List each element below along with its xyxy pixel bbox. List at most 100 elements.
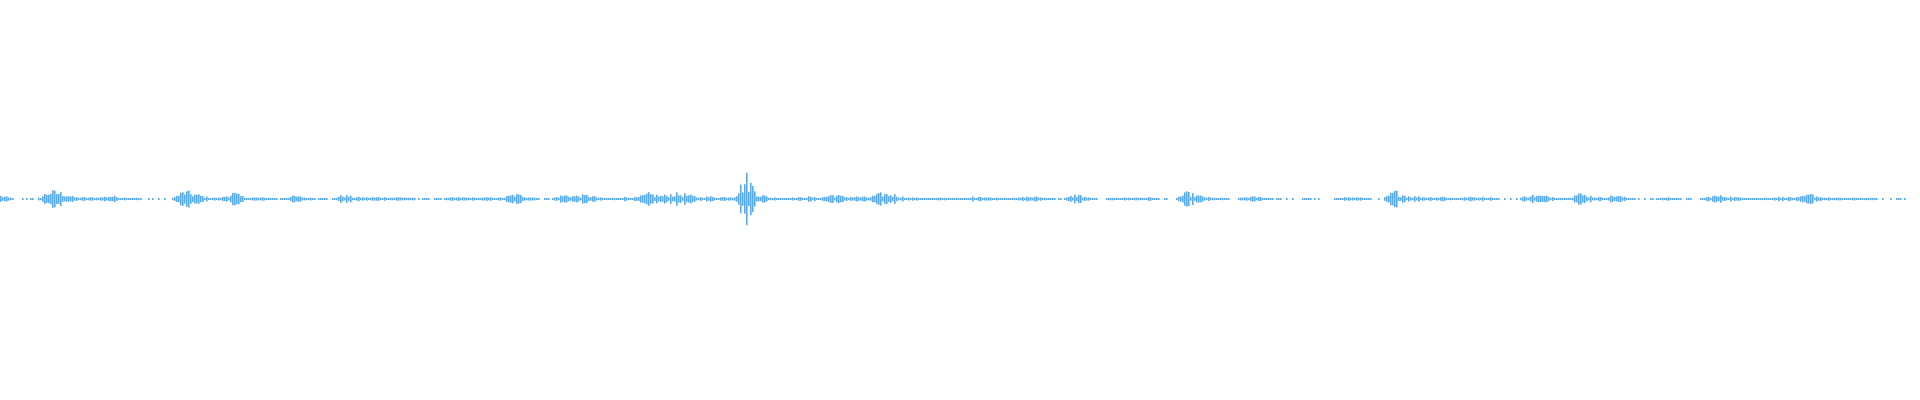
waveform-sample [848, 197, 850, 200]
waveform-sample [1668, 197, 1670, 201]
waveform-sample [490, 197, 492, 201]
waveform-sample [600, 197, 602, 201]
waveform-sample [944, 197, 946, 201]
waveform-sample [1166, 198, 1168, 200]
waveform-sample [974, 197, 976, 201]
waveform-sample [210, 198, 212, 200]
waveform-sample [1578, 193, 1580, 205]
waveform-sample [1790, 197, 1792, 201]
waveform-sample [1844, 198, 1846, 200]
waveform-sample [1540, 195, 1542, 202]
waveform-sample [1538, 195, 1540, 203]
waveform-sample [1362, 198, 1364, 200]
waveform-sample [524, 197, 526, 201]
waveform-sample [1774, 197, 1776, 201]
waveform-sample [224, 197, 226, 201]
waveform-sample [186, 191, 188, 207]
waveform-sample [734, 197, 736, 201]
waveform-sample [884, 194, 886, 204]
waveform-sample [1248, 198, 1250, 201]
waveform-sample [844, 197, 846, 201]
waveform-sample [1118, 198, 1120, 200]
waveform-sample [398, 197, 400, 201]
waveform-sample [1584, 194, 1586, 204]
waveform-sample [1534, 197, 1536, 201]
waveform-sample [1336, 198, 1338, 200]
waveform-sample [1462, 197, 1464, 201]
waveform-sample [258, 197, 260, 201]
waveform-sample [128, 198, 130, 200]
waveform-sample [226, 196, 228, 202]
waveform-sample [1702, 198, 1704, 200]
waveform-sample [1002, 198, 1004, 200]
waveform-sample [1750, 198, 1752, 200]
waveform-sample [1564, 198, 1566, 200]
waveform-sample [484, 197, 486, 201]
waveform-sample [240, 196, 242, 202]
waveform-sample [1670, 198, 1672, 200]
waveform-sample [228, 197, 230, 201]
waveform-sample [1522, 196, 1524, 202]
waveform-sample [6, 196, 8, 202]
waveform-sample [1568, 198, 1570, 200]
waveform-sample [326, 198, 328, 200]
waveform-sample [562, 196, 564, 202]
waveform-sample [574, 196, 576, 202]
waveform-sample [1840, 197, 1842, 201]
waveform-sample [1116, 198, 1118, 200]
waveform-sample [314, 198, 316, 200]
waveform-sample [986, 197, 988, 201]
waveform-sample [238, 193, 240, 205]
waveform-sample [1124, 197, 1126, 201]
waveform-sample [660, 195, 662, 202]
waveform-sample [0, 196, 2, 202]
waveform-sample [1422, 197, 1424, 201]
waveform-sample [678, 195, 680, 203]
waveform-sample [514, 196, 516, 202]
waveform-sample [1114, 198, 1116, 200]
waveform-sample [1220, 198, 1222, 200]
waveform-sample [816, 198, 818, 200]
waveform-sample [864, 196, 866, 202]
waveform-sample [464, 197, 466, 201]
waveform-sample [544, 198, 546, 200]
waveform-sample [1180, 196, 1182, 202]
waveform-sample [1570, 198, 1572, 200]
waveform-sample [1050, 198, 1052, 200]
waveform-sample [66, 196, 68, 202]
waveform-sample [22, 198, 24, 200]
waveform-sample [704, 198, 706, 200]
waveform-sample [1090, 198, 1092, 200]
waveform-sample [1672, 198, 1674, 200]
waveform-sample [694, 196, 696, 202]
waveform-sample [546, 198, 548, 200]
waveform-sample [692, 195, 694, 203]
waveform-sample [1176, 198, 1178, 200]
waveform-sample [1278, 198, 1280, 200]
waveform-sample [1856, 198, 1858, 200]
waveform-sample [266, 198, 268, 200]
waveform-sample [976, 198, 978, 200]
waveform-sample [1824, 197, 1826, 201]
waveform-sample [784, 198, 786, 200]
waveform-sample [372, 197, 374, 201]
waveform-sample [766, 196, 768, 202]
waveform-sample [1388, 195, 1390, 203]
waveform-sample [604, 198, 606, 200]
waveform-sample [828, 196, 830, 202]
waveform-sample [1590, 195, 1592, 203]
waveform-sample [122, 198, 124, 200]
waveform-sample [294, 196, 296, 203]
waveform-sample [246, 198, 248, 200]
waveform-sample [980, 197, 982, 201]
waveform-sample [1340, 198, 1342, 200]
waveform-sample [76, 197, 78, 201]
waveform-sample [502, 198, 504, 200]
waveform-sample [1796, 197, 1798, 202]
waveform-sample [354, 197, 356, 201]
waveform-sample [1634, 198, 1636, 200]
waveform-sample [280, 198, 282, 200]
waveform-sample [1520, 197, 1522, 201]
waveform-sample [106, 197, 108, 201]
